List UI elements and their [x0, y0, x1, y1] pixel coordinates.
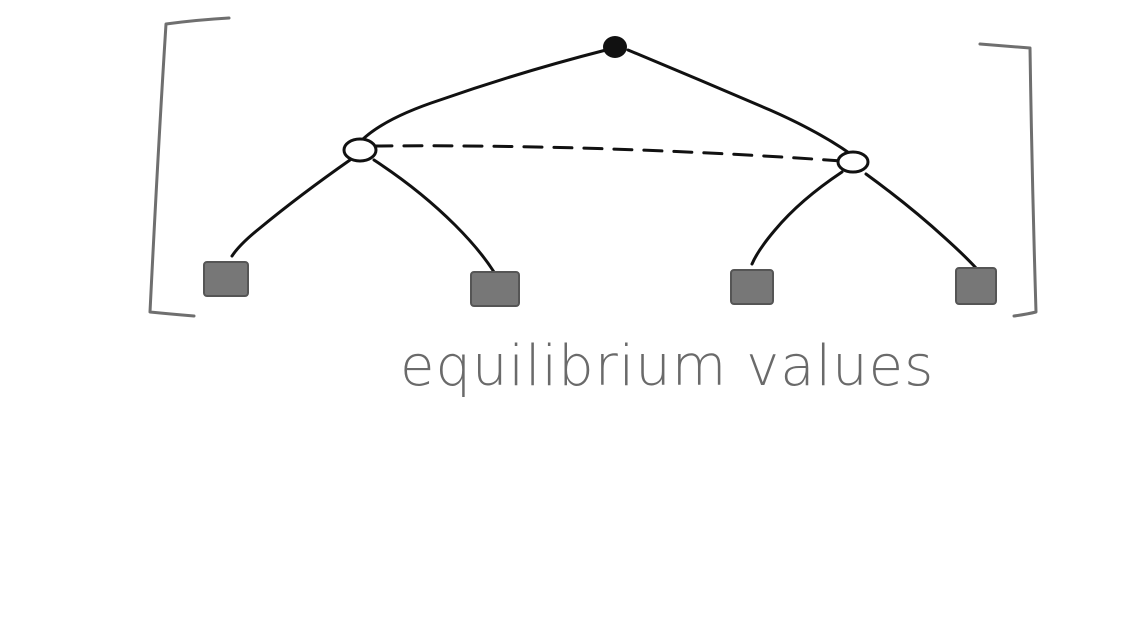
leaf-4 — [955, 267, 997, 305]
information-set-line — [372, 144, 844, 163]
leaf-2 — [470, 271, 520, 307]
edge-right-to-leaf-3 — [750, 170, 844, 266]
chance-node-right — [836, 150, 870, 174]
edge-right-to-leaf-4 — [864, 172, 978, 270]
edge-left-to-leaf-2 — [372, 158, 496, 274]
right-bracket — [978, 42, 1038, 318]
leaf-3 — [730, 269, 774, 305]
chance-node-left — [342, 137, 378, 163]
edge-root-left — [360, 48, 608, 142]
left-bracket — [148, 16, 231, 318]
edge-left-to-leaf-1 — [230, 158, 352, 258]
root-node — [603, 36, 627, 58]
edge-root-right — [626, 48, 854, 157]
caption-text: equilibrium values — [400, 334, 934, 399]
leaf-1 — [203, 261, 249, 297]
